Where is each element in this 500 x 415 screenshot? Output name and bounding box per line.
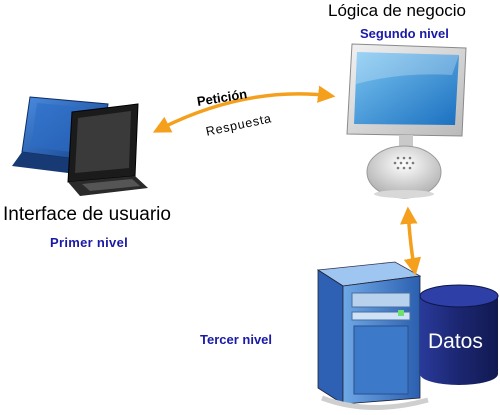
laptop-icon — [12, 96, 148, 196]
server-icon — [316, 261, 429, 411]
database-label: Datos — [428, 330, 483, 353]
data-tier-level: Tercer nivel — [200, 332, 273, 347]
database-icon — [419, 284, 499, 385]
interface-tier-level: Primer nivel — [50, 235, 129, 250]
interface-tier-title: Interface de usuario — [3, 204, 171, 225]
monitor-icon — [346, 43, 467, 199]
business-tier-title: Lógica de negocio — [328, 1, 467, 20]
business-tier-level: Segundo nivel — [360, 26, 449, 41]
logic-data-arrow — [400, 206, 422, 276]
request-response-arrow — [152, 85, 336, 133]
